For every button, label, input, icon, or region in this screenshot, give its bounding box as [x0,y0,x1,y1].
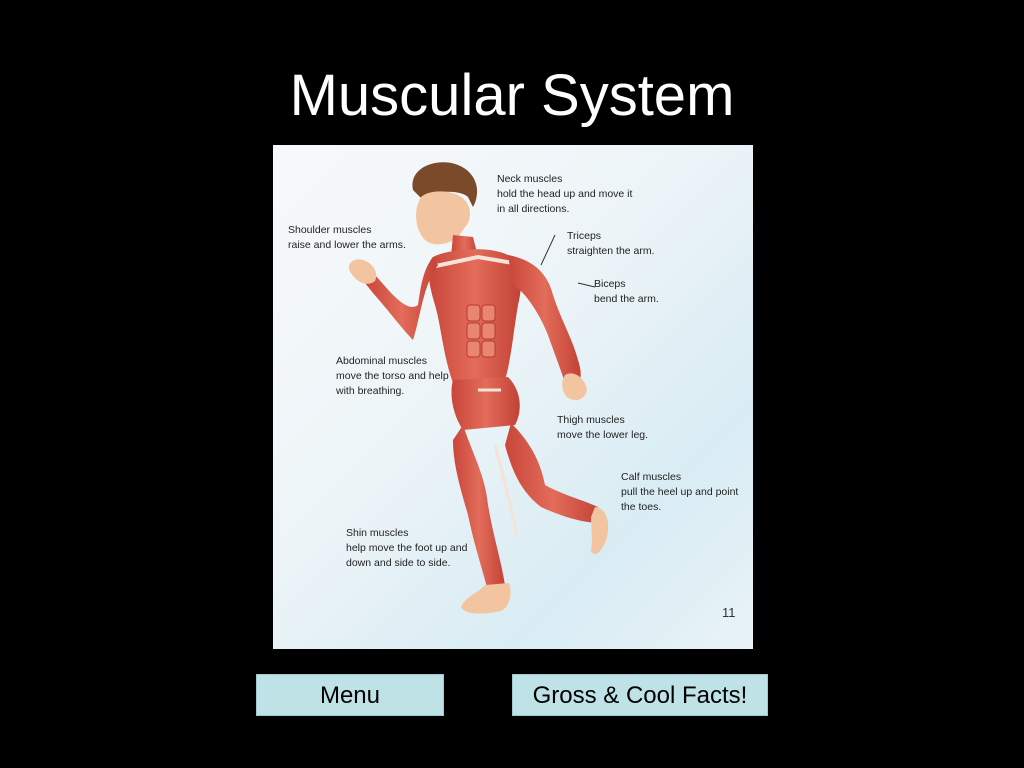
back-hand [562,373,587,401]
muscular-system-illustration: Neck muscles hold the head up and move i… [273,145,753,649]
label-shoulder-muscles: Shoulder muscles raise and lower the arm… [288,224,406,251]
label-abdominal-muscles: Abdominal muscles move the torso and hel… [336,355,449,397]
label-triceps: Triceps straighten the arm. [567,230,655,257]
muscle-figure-drawing [348,162,609,614]
face [416,191,470,245]
label-biceps: Biceps bend the arm. [594,278,659,305]
label-calf-muscles: Calf muscles pull the heel up and point … [621,471,739,513]
back-arm [508,255,581,385]
slide-title: Muscular System [289,63,735,128]
back-foot [591,507,609,555]
label-shin-muscles: Shin muscles help move the foot up and d… [346,527,468,569]
gross-cool-facts-button[interactable]: Gross & Cool Facts! [512,674,768,716]
page-number: 11 [722,605,736,620]
menu-button[interactable]: Menu [256,674,444,716]
back-leg [505,423,601,523]
front-foot [461,583,511,614]
label-thigh-muscles: Thigh muscles move the lower leg. [557,414,649,441]
front-leg [453,425,505,591]
front-arm [365,257,438,340]
label-neck-muscles: Neck muscles hold the head up and move i… [497,173,633,215]
front-fist [348,259,377,284]
